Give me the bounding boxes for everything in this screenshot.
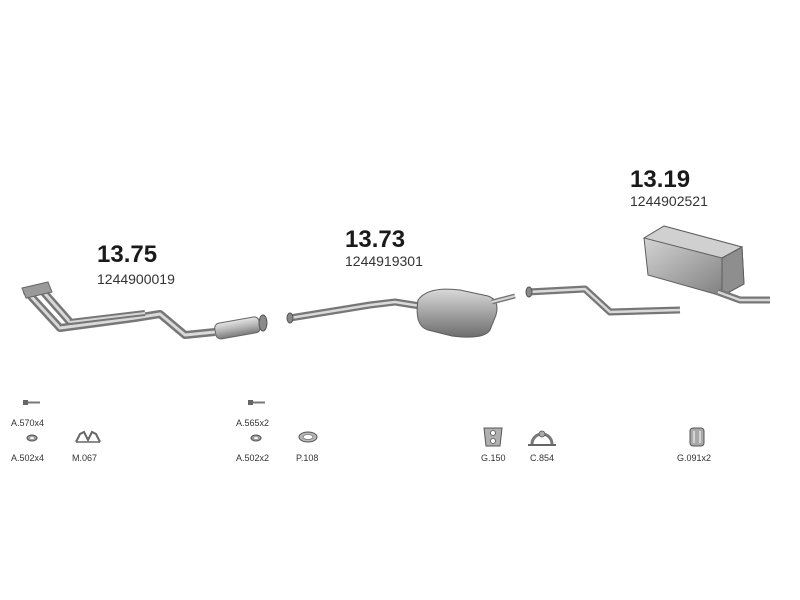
rubber-hanger-icon [483, 427, 503, 447]
clamp-icon [528, 430, 556, 446]
center-silencer-13-73 [286, 288, 516, 338]
rubber-mount-icon [689, 427, 705, 447]
bolt-icon [23, 400, 40, 405]
part-oem-rear-silencer: 1244902521 [630, 193, 708, 209]
front-pipe-13-75 [21, 281, 268, 340]
accessory-label: A.570x4 [11, 418, 45, 428]
accessory-label: G.091x2 [677, 453, 712, 463]
part-number-front-pipe: 13.75 [97, 241, 158, 268]
accessory-label: P.108 [296, 453, 319, 463]
rear-silencer-13-19 [525, 225, 770, 316]
accessory-label: A.502x4 [11, 453, 45, 463]
bolt-icon [248, 400, 265, 405]
accessory-label: A.502x2 [236, 453, 270, 463]
mounting-bracket-icon [75, 430, 101, 443]
accessory-label: G.150 [481, 453, 506, 463]
part-oem-center-silencer: 1244919301 [345, 253, 423, 269]
nut-icon [250, 434, 262, 442]
accessory-label: C.854 [530, 453, 555, 463]
part-oem-front-pipe: 1244900019 [97, 271, 175, 287]
accessory-label: M.067 [72, 453, 98, 463]
gasket-ring-icon [298, 431, 318, 443]
part-number-center-silencer: 13.73 [345, 226, 406, 253]
part-number-rear-silencer: 13.19 [630, 166, 691, 193]
accessory-label: A.565x2 [236, 418, 270, 428]
nut-icon [26, 434, 38, 442]
